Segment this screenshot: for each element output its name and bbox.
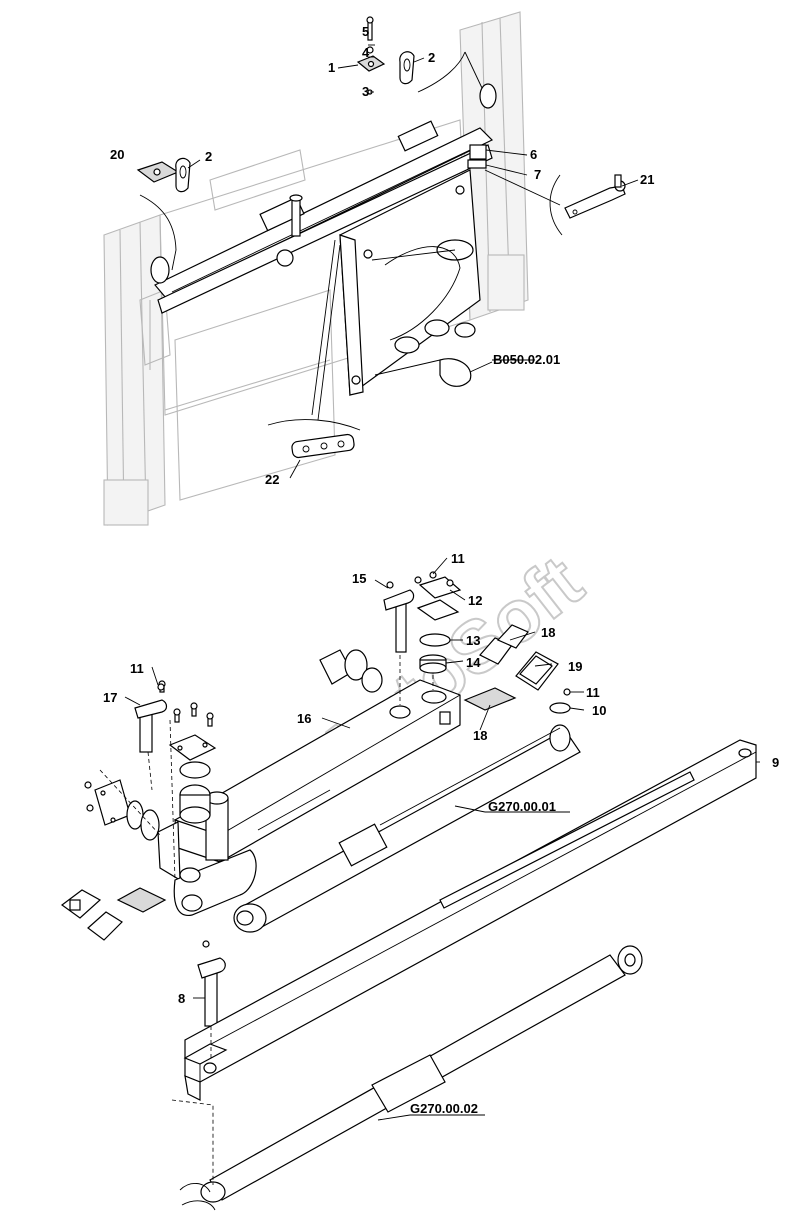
callout-15: 15 [352,571,366,586]
callout-1: 1 [328,60,335,75]
leader-lines [124,44,760,1121]
callout-14: 14 [466,655,481,670]
mast-frame-ghost [103,11,529,526]
bottom-small-parts [60,571,571,1027]
callout-11b: 11 [130,661,144,676]
callout-16: 16 [297,711,311,726]
callout-labels-top: 5 4 1 3 2 20 2 6 7 21 B050.02.01 22 [110,24,654,487]
bolt-set [158,680,214,727]
callout-2b: 2 [205,149,212,164]
callout-6: 6 [530,147,537,162]
callout-7: 7 [534,167,541,182]
callout-5: 5 [362,24,369,39]
fork-positioner-frame [339,169,481,397]
top-detail-parts [136,16,626,459]
callout-9: 9 [772,755,779,770]
callout-11c: 11 [586,685,600,700]
callout-12: 12 [468,593,482,608]
ref-g270-01: G270.00.01 [488,799,556,814]
callout-17: 17 [103,690,117,705]
ref-g270-02: G270.00.02 [410,1101,478,1116]
callout-8: 8 [178,991,185,1006]
callout-3: 3 [362,84,369,99]
callout-19: 19 [568,659,582,674]
cylinder-g270-00-01 [233,724,581,933]
callout-21: 21 [640,172,654,187]
callout-labels-bottom: 15 11 12 13 14 18 19 11 17 16 11 10 18 9… [103,551,779,1116]
callout-18a: 18 [541,625,555,640]
dashed-assembly-lines [99,655,434,1185]
callout-13: 13 [466,633,480,648]
callout-4: 4 [362,45,370,60]
main-frame-16 [157,679,461,916]
callout-18b: 18 [473,728,487,743]
callout-10: 10 [592,703,606,718]
callout-2a: 2 [428,50,435,65]
callout-11a: 11 [451,551,465,566]
callout-20: 20 [110,147,124,162]
ref-b050: B050.02.01 [493,352,560,367]
cylinder-g270-00-02 [179,945,643,1211]
carriage-top-beam [150,83,497,314]
bar-9 [183,739,757,1101]
callout-22: 22 [265,472,279,487]
